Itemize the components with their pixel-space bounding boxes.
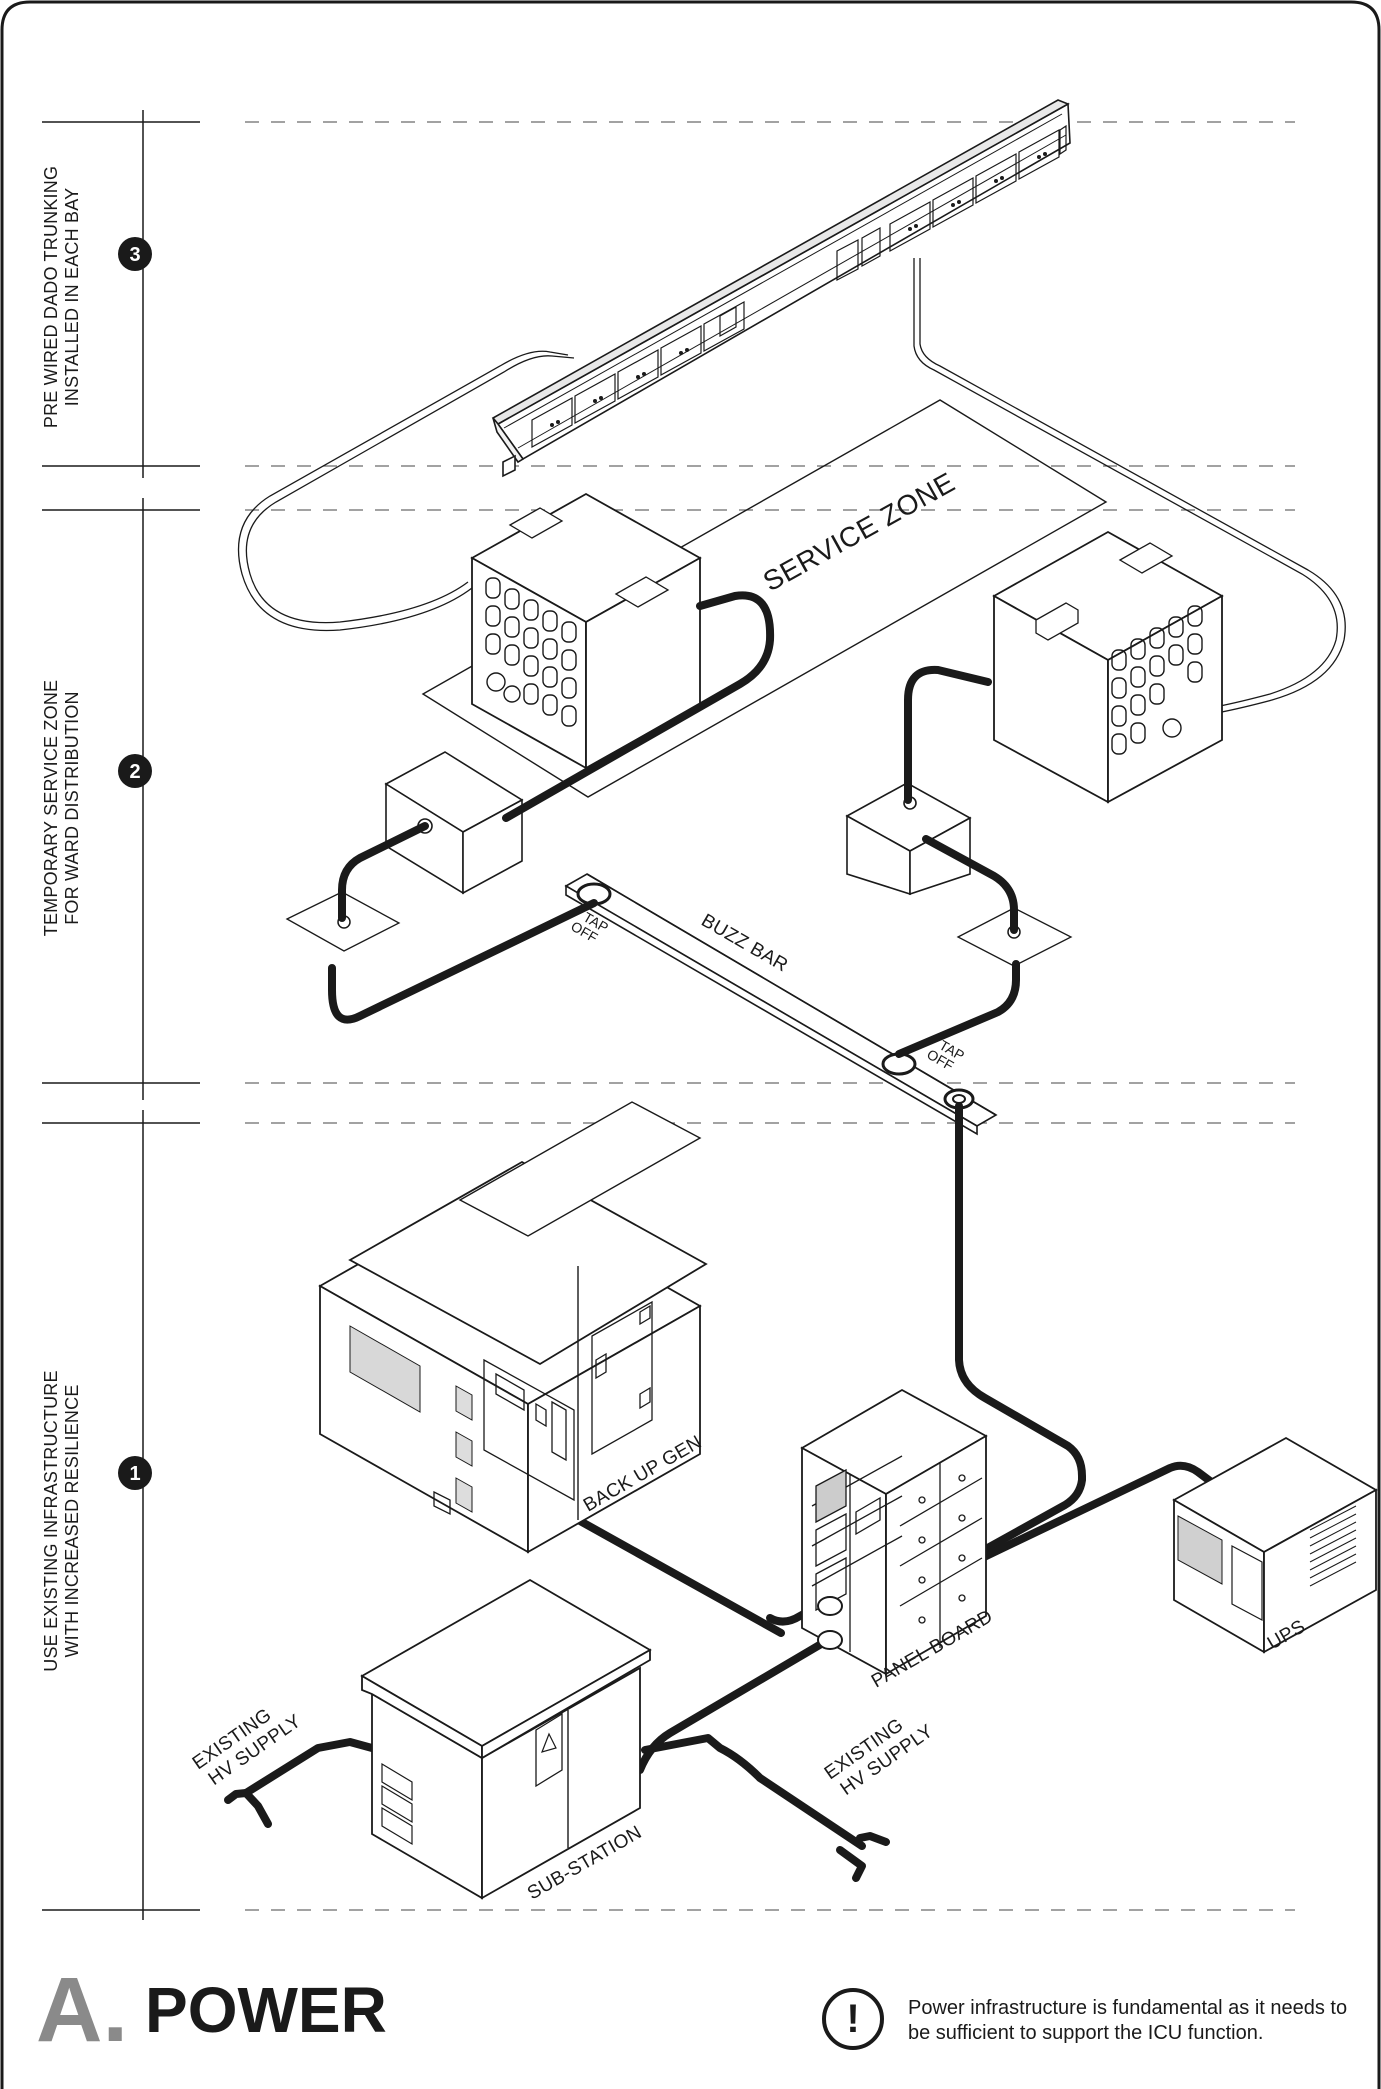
service-zone-slab <box>421 399 1108 798</box>
hazard-sign <box>541 1732 557 1753</box>
page-title: POWER <box>145 1974 387 2046</box>
ups-unit <box>1172 1436 1378 1654</box>
heavy-cables <box>224 591 1218 1882</box>
section-2-line1: TEMPORARY SERVICE ZONE <box>41 680 61 936</box>
panel-board-modules <box>811 1455 903 1652</box>
hv-supply-right-label: EXISTING HV SUPPLY <box>821 1715 937 1800</box>
backup-generator <box>318 1101 708 1554</box>
trunking-feed-cables <box>237 258 1346 719</box>
isolator-box-left <box>384 751 524 895</box>
section-2-label: TEMPORARY SERVICE ZONE FOR WARD DISTRIBU… <box>41 680 82 936</box>
panel-board <box>800 1388 988 1676</box>
dado-trunking <box>491 99 1071 478</box>
section-3-label: PRE WIRED DADO TRUNKING INSTALLED IN EAC… <box>41 166 82 428</box>
section-dividers <box>245 121 1295 1911</box>
section-letter: A. <box>36 1959 128 2061</box>
section-3-line1: PRE WIRED DADO TRUNKING <box>41 166 61 428</box>
section-1-label: USE EXISTING INFRASTRUCTURE WITH INCREAS… <box>41 1370 82 1671</box>
exclamation-icon: ! <box>822 1988 884 2050</box>
hv-supply-left-label: EXISTING HV SUPPLY <box>189 1705 305 1790</box>
generator-panels <box>433 1300 653 1516</box>
distribution-box-left <box>470 492 702 770</box>
section-2-line2: FOR WARD DISTRIBUTION <box>62 691 82 925</box>
section-number-2: 2 <box>129 761 140 783</box>
section-number-1: 1 <box>129 1463 140 1485</box>
sub-station-vents <box>381 1762 413 1846</box>
socket-dots <box>550 152 1047 427</box>
trunking-sockets <box>531 124 1067 449</box>
buzz-bar <box>564 873 998 1136</box>
ups-vents <box>1309 1505 1357 1587</box>
section-badge-1: 1 <box>118 1456 152 1490</box>
section-ruler <box>42 110 200 1920</box>
section-number-3: 3 <box>129 244 140 266</box>
section-1-line1: USE EXISTING INFRASTRUCTURE <box>41 1370 61 1671</box>
sub-station <box>360 1578 652 1900</box>
section-badge-2: 2 <box>118 754 152 788</box>
generator-vents <box>349 1325 473 1513</box>
socket-grid-right <box>1111 605 1203 755</box>
socket-grid-left <box>485 577 577 727</box>
isolator-box-right <box>845 782 972 896</box>
footer-note: Power infrastructure is fundamental as i… <box>908 1997 1348 2044</box>
distribution-box-right <box>992 530 1224 804</box>
section-1-line2: WITH INCREASED RESILIENCE <box>62 1384 82 1657</box>
section-3-line2: INSTALLED IN EACH BAY <box>62 188 82 407</box>
section-badge-3: 3 <box>118 237 152 271</box>
panel-board-door-grid <box>899 1462 983 1648</box>
